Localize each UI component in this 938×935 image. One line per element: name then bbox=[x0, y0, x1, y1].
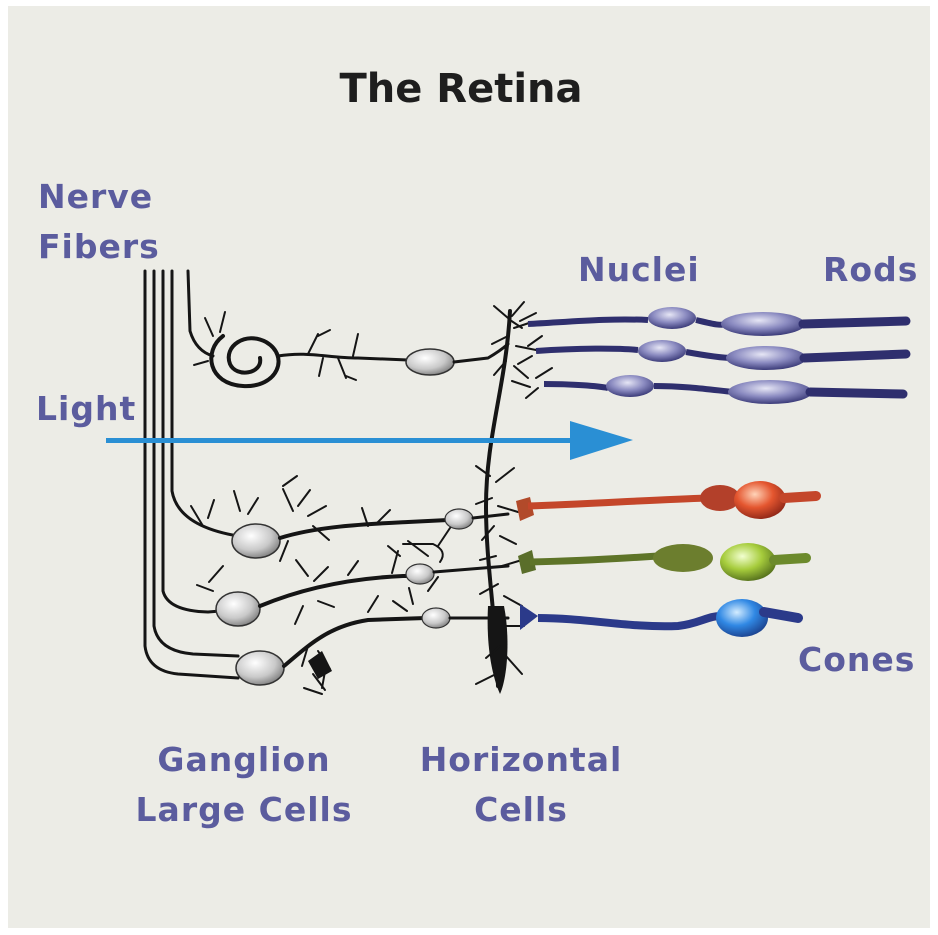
label-nerve: Nerve bbox=[38, 177, 153, 216]
ganglion-large-cells bbox=[191, 476, 508, 694]
diagram-title: The Retina bbox=[339, 66, 582, 112]
label-nuclei: Nuclei bbox=[578, 250, 700, 289]
rod-1 bbox=[510, 307, 906, 336]
label-horizontal-cells: Cells bbox=[474, 790, 568, 829]
cone-red bbox=[516, 481, 816, 521]
rod-3 bbox=[526, 368, 903, 404]
retina-diagram: The Retina Nerve Fibers Nuclei Rods Ligh… bbox=[8, 6, 930, 928]
light-arrow bbox=[106, 421, 633, 460]
rod-2 bbox=[518, 336, 906, 370]
cone-blue bbox=[520, 599, 798, 637]
cone-green bbox=[518, 543, 806, 581]
rods bbox=[510, 307, 906, 404]
label-light: Light bbox=[36, 389, 136, 428]
label-horizontal: Horizontal bbox=[420, 740, 623, 779]
label-large-cells: Large Cells bbox=[136, 790, 353, 829]
label-rods: Rods bbox=[823, 250, 918, 289]
label-ganglion: Ganglion bbox=[157, 740, 330, 779]
cones bbox=[516, 481, 816, 637]
diagram-canvas: The Retina Nerve Fibers Nuclei Rods Ligh… bbox=[8, 6, 930, 928]
label-cones: Cones bbox=[798, 640, 915, 679]
label-fibers: Fibers bbox=[38, 227, 160, 266]
rod-ganglion-cell bbox=[194, 312, 508, 386]
